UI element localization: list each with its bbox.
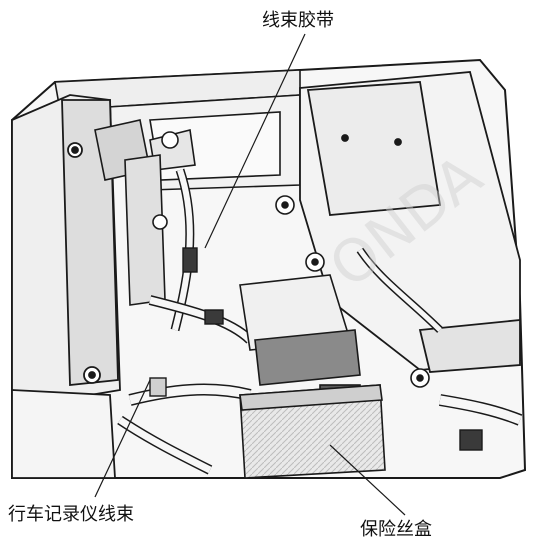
fuse-box: [239, 384, 386, 479]
leader-fuse-box: [329, 444, 406, 516]
junction-block: [239, 274, 361, 408]
callout-harness-strap: 线束胶带: [262, 10, 334, 31]
callout-recorder-harness: 行车记录仪线束: [8, 504, 134, 525]
leader-recorder-harness: [94, 379, 151, 498]
leader-lines: [94, 33, 406, 516]
harness-tape-connectors: [149, 247, 483, 451]
leader-harness-strap: [204, 33, 306, 249]
callout-fuse-box: 保险丝盒: [360, 519, 432, 540]
wire-harness: [117, 168, 523, 475]
right-cover-panel: [299, 71, 521, 373]
mounting-brackets: [94, 119, 430, 388]
